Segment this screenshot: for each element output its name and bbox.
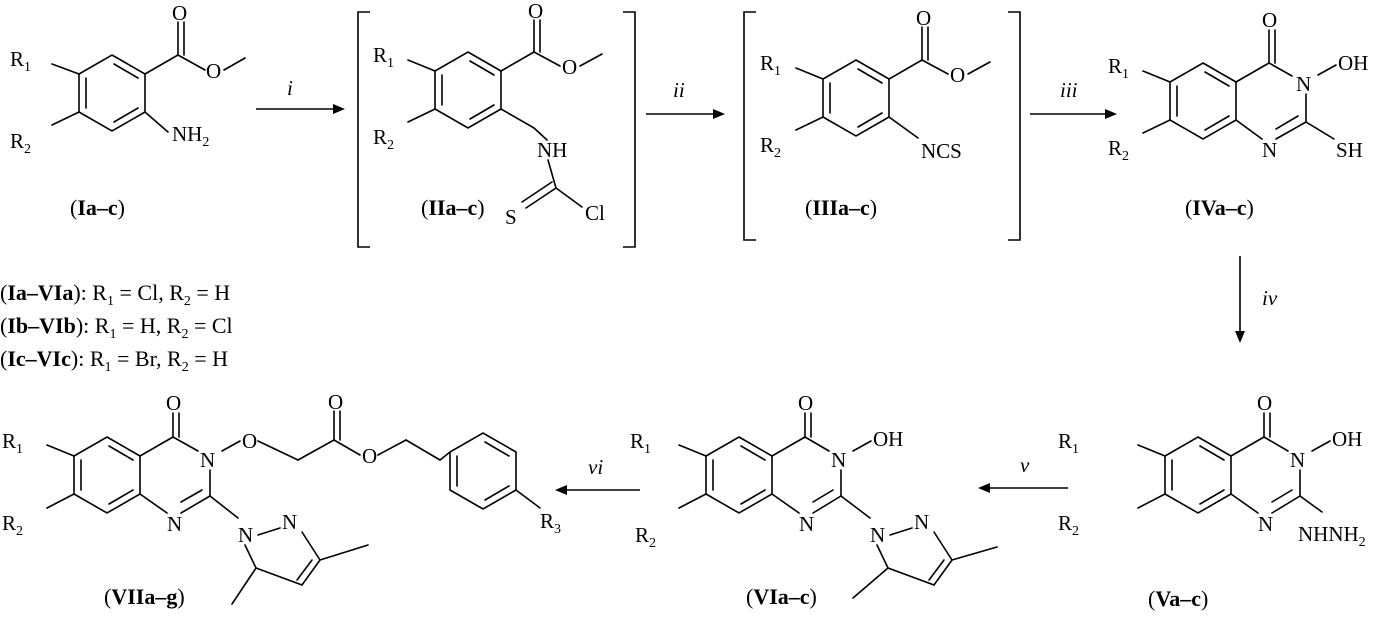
compound-II: O O NH S Cl R1 R2 (IIa–c) bbox=[373, 0, 605, 229]
pyrazole-nitrogen-1: N bbox=[870, 523, 885, 547]
thiol-group: SH bbox=[1336, 138, 1363, 162]
ring-nitrogen-n1: N bbox=[1258, 512, 1273, 536]
hydroxyl-group: OH bbox=[1332, 427, 1362, 451]
carbonyl-oxygen: O bbox=[1262, 8, 1277, 32]
hydroxyl-group: OH bbox=[1338, 51, 1368, 75]
ring-nitrogen-n1: N bbox=[799, 512, 814, 536]
substituent-r1: R1 bbox=[630, 429, 651, 457]
substituent-r1: R1 bbox=[2, 429, 23, 457]
ester-oxygen: O bbox=[206, 59, 221, 83]
pyrazole-nitrogen-2: N bbox=[914, 510, 929, 534]
ring-nitrogen-n3: N bbox=[1296, 72, 1311, 96]
arrowhead-step-iii bbox=[1105, 109, 1117, 119]
compound-VI-bonds bbox=[678, 412, 998, 599]
ring-nitrogen-n3: N bbox=[1290, 448, 1305, 472]
step-label-iv: iv bbox=[1262, 286, 1278, 310]
ring-nitrogen-n1: N bbox=[1262, 138, 1277, 162]
ester-oxygen: O bbox=[950, 63, 965, 87]
hydroxyl-group: OH bbox=[873, 427, 903, 451]
substituent-r2: R2 bbox=[10, 129, 31, 157]
compound-label-VI: (VIa–c) bbox=[746, 584, 817, 609]
ester-oxygen-carbonyl: O bbox=[916, 6, 931, 30]
ring-nitrogen-n3: N bbox=[831, 448, 846, 472]
ring-nitrogen-n1: N bbox=[167, 512, 182, 536]
bracket-III bbox=[743, 11, 1021, 241]
compound-III: O O NCS R1 R2 (IIIa–c) bbox=[760, 6, 991, 220]
arrowhead-step-v bbox=[978, 483, 990, 493]
bracket-II bbox=[357, 11, 636, 248]
substituent-r1: R1 bbox=[760, 51, 781, 79]
compound-label-VII: (VIIa–g) bbox=[104, 584, 185, 609]
ring-nitrogen-n3: N bbox=[200, 448, 215, 472]
compound-I-bonds bbox=[51, 21, 246, 133]
ester-oxygen-carbonyl: O bbox=[328, 390, 343, 414]
isothiocyanate-group: NCS bbox=[921, 139, 962, 163]
compound-I: O O NH2 R1 R2 (Ia–c) bbox=[10, 1, 246, 220]
step-label-vi: vi bbox=[588, 455, 603, 479]
substituent-r2: R2 bbox=[635, 523, 656, 551]
compound-VII-bonds bbox=[46, 410, 541, 605]
compound-VI: O N OH N N N R1 R2 (VIa–c) bbox=[630, 391, 998, 609]
compound-IV-bonds bbox=[1142, 29, 1337, 140]
compound-III-bonds bbox=[795, 26, 991, 139]
definition-c: (Ic–VIc): R1 = Br, R2 = H bbox=[0, 346, 228, 375]
chlorine: Cl bbox=[585, 201, 605, 225]
compound-IV: O N OH N SH R1 R2 (IVa–c) bbox=[1108, 8, 1368, 220]
compound-label-I: (Ia–c) bbox=[70, 195, 125, 220]
compound-label-II: (IIa–c) bbox=[421, 195, 485, 220]
nh-group: NH bbox=[537, 138, 567, 162]
step-label-i: i bbox=[287, 76, 293, 100]
ester-oxygen: O bbox=[362, 444, 377, 468]
arrowhead-step-vi bbox=[555, 485, 567, 495]
substituent-r1: R1 bbox=[373, 43, 394, 71]
compound-II-bonds bbox=[407, 19, 603, 209]
substituent-r2: R2 bbox=[2, 511, 23, 539]
step-label-ii: ii bbox=[673, 78, 685, 102]
substituent-r3: R3 bbox=[540, 509, 561, 537]
thione-sulfur: S bbox=[505, 205, 517, 229]
definition-a: (Ia–VIa): R1 = Cl, R2 = H bbox=[0, 280, 230, 309]
substituent-r2: R2 bbox=[1058, 511, 1079, 539]
hydrazino-group: NHNH2 bbox=[1298, 522, 1366, 550]
ether-oxygen: O bbox=[242, 429, 257, 453]
substituent-r2: R2 bbox=[1108, 136, 1129, 164]
substituent-r2: R2 bbox=[760, 133, 781, 161]
substituent-r1: R1 bbox=[10, 47, 31, 75]
arrowhead-step-i bbox=[333, 104, 345, 114]
compound-V: O N OH N NHNH2 R1 R2 (Va–c) bbox=[1058, 391, 1366, 611]
carbonyl-oxygen: O bbox=[1257, 391, 1272, 415]
ester-oxygen-carbonyl: O bbox=[528, 0, 543, 23]
substituent-r1: R1 bbox=[1108, 54, 1129, 82]
ester-oxygen: O bbox=[562, 55, 577, 79]
compound-label-IV: (IVa–c) bbox=[1185, 195, 1254, 220]
amino-group: NH2 bbox=[172, 122, 209, 150]
compound-label-V: (Va–c) bbox=[1148, 586, 1208, 611]
substituent-r2: R2 bbox=[373, 125, 394, 153]
pyrazole-nitrogen-1: N bbox=[238, 523, 253, 547]
pyrazole-nitrogen-2: N bbox=[282, 510, 297, 534]
step-label-v: v bbox=[1020, 453, 1030, 477]
compound-label-III: (IIIa–c) bbox=[805, 195, 877, 220]
ester-oxygen-carbonyl: O bbox=[172, 1, 187, 25]
arrowhead-step-iv bbox=[1235, 331, 1245, 343]
compound-VII: O N O O O N N N R3 R1 R2 (VIIa–g) bbox=[2, 390, 561, 609]
carbonyl-oxygen: O bbox=[798, 391, 813, 415]
compound-V-bonds bbox=[1137, 412, 1331, 514]
substituent-definitions: (Ia–VIa): R1 = Cl, R2 = H (Ib–VIb): R1 =… bbox=[0, 280, 233, 375]
carbonyl-oxygen: O bbox=[166, 391, 181, 415]
step-label-iii: iii bbox=[1060, 78, 1078, 102]
definition-b: (Ib–VIb): R1 = H, R2 = Cl bbox=[0, 313, 233, 342]
substituent-r1: R1 bbox=[1058, 429, 1079, 457]
arrowhead-step-ii bbox=[713, 109, 725, 119]
